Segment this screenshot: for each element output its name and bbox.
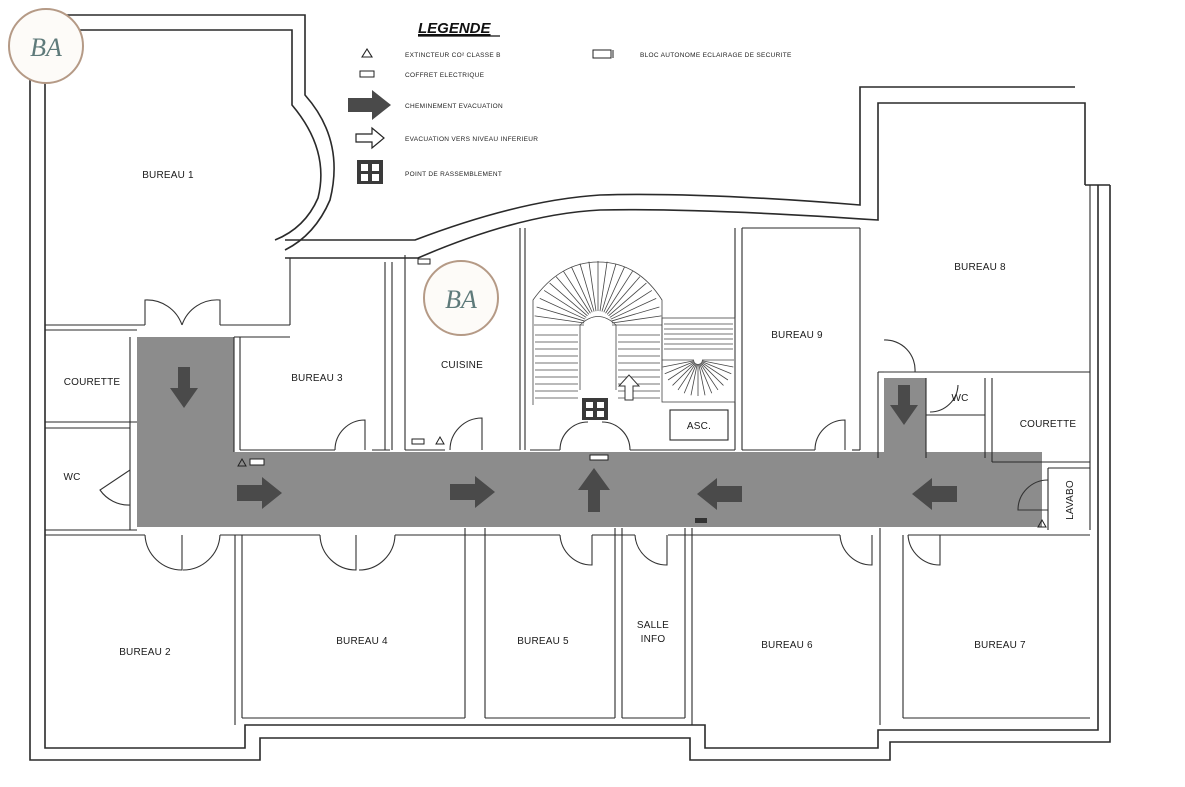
room-labels: BUREAU 1 COURETTE WC BUREAU 3 CUISINE BU… (63, 170, 1076, 658)
room-label-wc-left: WC (63, 472, 80, 483)
room-label-lavabo: LAVABO (1065, 480, 1076, 520)
room-label-bureau3: BUREAU 3 (291, 373, 343, 384)
room-label-bureau4: BUREAU 4 (336, 636, 388, 647)
extinguisher-triangle-icon (237, 457, 247, 467)
electrical-box-icon (589, 454, 609, 461)
arrow-left-icon (912, 478, 957, 510)
electrical-box-icon (359, 70, 375, 78)
interior-walls (45, 185, 1091, 725)
logo-circle-icon (423, 260, 499, 336)
logo-monogram: BA (445, 285, 477, 314)
extinguisher-triangle-icon (361, 47, 373, 58)
logo-watermark: BA (8, 8, 84, 84)
stair-steps (664, 323, 733, 350)
room-label-courette-right: COURETTE (1020, 419, 1077, 430)
evacuation-corridor (137, 337, 1042, 527)
arrow-down-icon (170, 367, 198, 408)
room-label-cuisine: CUISINE (441, 360, 483, 371)
electrical-box-icon (411, 438, 425, 445)
electrical-box-icon (249, 458, 265, 466)
legend-title: LEGENDE (418, 20, 492, 37)
arrow-left-icon (697, 478, 742, 510)
evacuation-down-arrow-icon (355, 126, 385, 150)
stair-fan-lower (662, 359, 734, 396)
assembly-point-icon (582, 398, 608, 420)
emergency-light-icon (592, 49, 612, 59)
arrow-down-icon (890, 385, 918, 425)
room-label-bureau2: BUREAU 2 (119, 647, 171, 658)
doors (99, 299, 1049, 571)
legend-item-extinguisher: EXTINCTEUR CO² CLASSE B (405, 52, 501, 59)
room-label-info: INFO (641, 634, 666, 645)
room-label-salle: SALLE (637, 620, 669, 631)
legend-item-lower-level: EVACUATION VERS NIVEAU INFERIEUR (405, 136, 538, 143)
evacuation-arrows (170, 367, 957, 512)
room-label-bureau6: BUREAU 6 (761, 640, 813, 651)
logo-watermark-center: BA (423, 260, 499, 336)
arrow-right-icon (450, 476, 495, 508)
assembly-point-icon (357, 160, 383, 184)
arrow-up-icon (578, 468, 610, 512)
staircase: ASC. (532, 261, 736, 441)
logo-monogram: BA (30, 33, 62, 62)
evacuation-arrow-icon (348, 90, 391, 120)
room-label-bureau7: BUREAU 7 (974, 640, 1026, 651)
legend: LEGENDE EXTINCTEUR CO² CLASSE B COFFRET … (348, 20, 792, 184)
electrical-box-icon (695, 518, 707, 523)
room-label-bureau1: BUREAU 1 (142, 170, 194, 181)
legend-item-evacuation: CHEMINEMENT EVACUATION (405, 103, 503, 110)
room-label-bureau9: BUREAU 9 (771, 330, 823, 341)
logo-circle-icon (8, 8, 84, 84)
stair-fan-lines (534, 261, 662, 399)
room-label-wc-right: WC (951, 393, 968, 404)
outer-walls (29, 14, 1111, 761)
extinguisher-triangle-icon (435, 435, 445, 445)
legend-item-assembly: POINT DE RASSEMBLEMENT (405, 171, 502, 178)
room-label-bureau5: BUREAU 5 (517, 636, 569, 647)
arrow-right-icon (237, 477, 282, 509)
room-label-asc: ASC. (687, 421, 711, 432)
plan-symbols (237, 258, 1047, 528)
legend-item-emergency-light: BLOC AUTONOME ECLAIRAGE DE SECURITE (640, 52, 792, 59)
room-label-bureau8: BUREAU 8 (954, 262, 1006, 273)
evacuation-down-level-icon (617, 374, 641, 401)
room-label-courette-left: COURETTE (64, 377, 121, 388)
electrical-box-icon (417, 258, 431, 265)
extinguisher-triangle-icon (1037, 518, 1047, 528)
legend-item-electrical: COFFRET ELECTRIQUE (405, 72, 485, 79)
